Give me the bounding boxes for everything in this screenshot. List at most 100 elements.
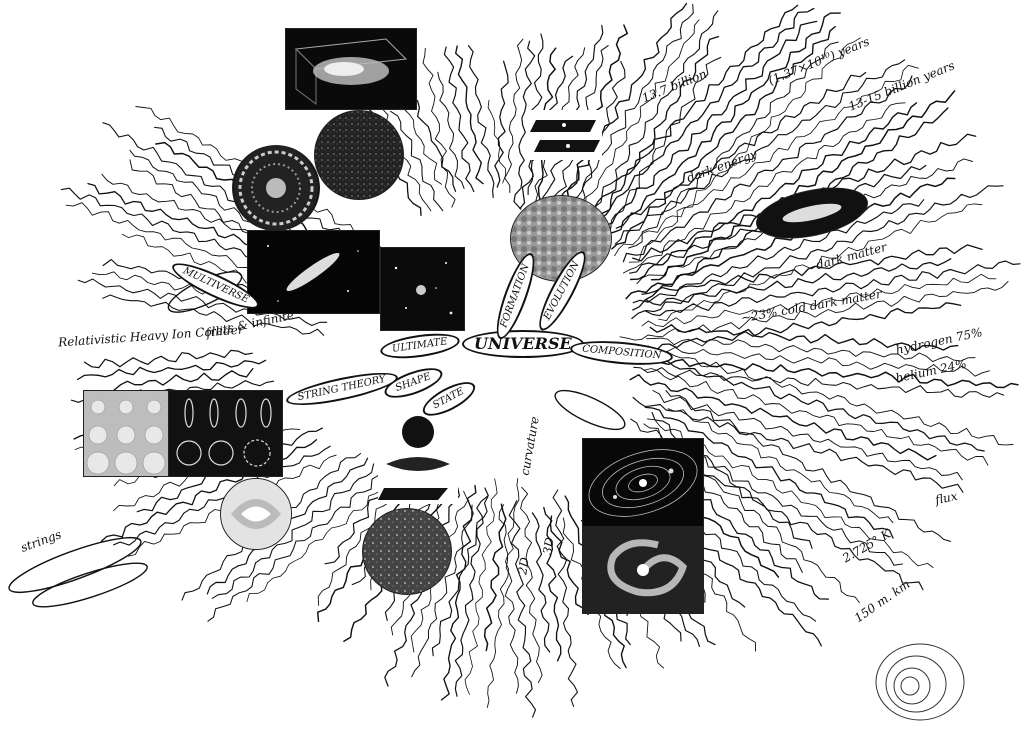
- note-shape-2: 2D: [515, 556, 533, 576]
- universe-shapes-photo: [378, 412, 458, 504]
- galaxy-cluster-disk: [232, 145, 320, 231]
- scribble-line: [632, 396, 964, 493]
- scribble-line: [531, 512, 551, 653]
- scribble-line: [549, 515, 589, 616]
- scribble-line: [494, 60, 509, 188]
- cosmic-web-photo: [285, 28, 417, 110]
- scribble-line: [614, 64, 919, 257]
- scribble-line: [622, 75, 913, 263]
- scribble-line: [543, 506, 562, 662]
- cmb-oval: [510, 195, 612, 282]
- scribble-line: [83, 349, 253, 369]
- scribble-line: [454, 487, 489, 697]
- scribble-line: [646, 337, 976, 363]
- string-vibrations-photo: [168, 390, 283, 477]
- edge-on-galaxy-photo: [247, 230, 380, 314]
- scribble-line: [422, 47, 456, 208]
- solar-system-photo: [582, 438, 704, 528]
- scribble-line: [76, 359, 267, 381]
- scribble-line: [658, 203, 983, 322]
- scribble-line: [467, 45, 495, 199]
- scribble-line: [640, 302, 962, 352]
- scribble-oval: [32, 562, 148, 608]
- scribble-line: [619, 280, 1009, 341]
- scribble-line: [487, 99, 506, 184]
- spiral-galaxy-photo: [582, 526, 704, 614]
- scribble-line: [443, 46, 475, 193]
- scribble-line: [582, 35, 720, 242]
- scribble-line: [649, 324, 959, 352]
- scribble-line: [77, 278, 328, 327]
- sphere-grid-photo: [83, 390, 170, 477]
- scribble-line: [431, 496, 489, 657]
- scribble-line: [614, 59, 906, 245]
- scribble-line: [619, 355, 1019, 389]
- scribble-line: [113, 367, 254, 391]
- scribble-line: [597, 20, 818, 240]
- scribble-line: [644, 406, 894, 539]
- scribble-line: [589, 4, 799, 214]
- scribble-line: [440, 484, 477, 701]
- scribble-line: [102, 294, 325, 336]
- scribble-line: [411, 504, 473, 678]
- scribble-line: [483, 503, 507, 652]
- scribble-line: [390, 110, 444, 212]
- scribble-line: [464, 478, 498, 695]
- scribble-line: [641, 244, 983, 295]
- spiral-diagram: [872, 640, 967, 725]
- deep-field-photo: [380, 247, 465, 331]
- note-shape-2-text: 2D: [515, 556, 533, 576]
- scribble-line: [615, 71, 867, 229]
- scribble-line: [651, 360, 985, 452]
- scribble-line: [207, 475, 379, 622]
- scribble-line: [246, 476, 399, 602]
- scribble-line: [647, 345, 1014, 446]
- scribble-line: [632, 199, 925, 304]
- scribble-line: [552, 489, 579, 708]
- scribble-line: [633, 366, 1005, 398]
- scribble-line: [508, 500, 537, 718]
- scribble-line: [622, 102, 906, 274]
- dark-sky-disk: [314, 110, 404, 200]
- scribble-line: [437, 71, 465, 190]
- scribble-line: [652, 390, 963, 481]
- scribble-line: [598, 56, 722, 238]
- galaxy-disk-ellipse: [751, 178, 873, 248]
- scribble-line: [629, 374, 937, 461]
- scribble-line: [627, 41, 839, 249]
- calabi-yau-shape: [220, 478, 292, 550]
- scribble-line: [643, 368, 989, 466]
- scribble-line: [554, 2, 688, 212]
- scribble-line: [667, 408, 894, 524]
- plane-diagram: [530, 110, 602, 160]
- note-shape-3-text: 3D: [540, 536, 558, 556]
- scribble-line: [650, 90, 956, 281]
- scribble-line: [665, 389, 952, 542]
- note-shape-3: 3D: [540, 536, 558, 556]
- scribble-line: [520, 486, 543, 684]
- scribble-line: [629, 102, 918, 281]
- scribble-line: [571, 19, 700, 230]
- scribble-line: [587, 10, 719, 220]
- scribble-line: [588, 7, 815, 231]
- scribble-line: [639, 345, 990, 377]
- scribble-line: [455, 45, 484, 185]
- scribble-line: [568, 3, 694, 217]
- scribble-line: [513, 40, 536, 210]
- scribble-oval: [8, 536, 142, 594]
- scribble-line: [631, 260, 1021, 320]
- center-label: UNIVERSE: [462, 330, 584, 358]
- scribble-line: [611, 25, 836, 250]
- scribble-line: [603, 12, 841, 244]
- scribble-line: [498, 504, 519, 694]
- scribble-line: [628, 37, 861, 263]
- scribble-line: [504, 38, 524, 193]
- scribble-line: [486, 478, 520, 708]
- scribble-line: [645, 185, 1004, 313]
- scribble-oval: [554, 389, 626, 431]
- scribble-line: [632, 258, 952, 311]
- scribble-line: [641, 273, 997, 328]
- starfield-disk: [362, 508, 452, 595]
